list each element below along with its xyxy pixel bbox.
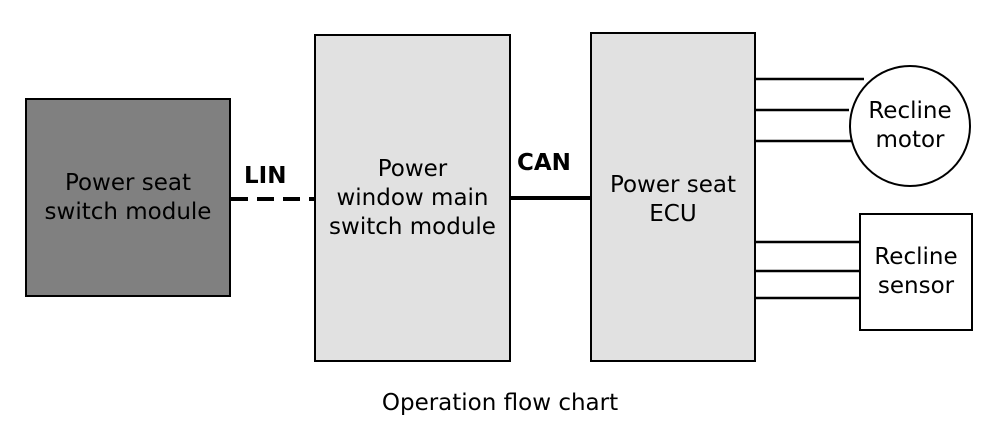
recline-sensor-block: Recline sensor — [859, 213, 973, 331]
recline-motor-label: Recline motor — [868, 98, 952, 153]
power-seat-ecu-block: Power seat ECU — [590, 32, 756, 362]
recline-sensor-label: Recline sensor — [874, 244, 958, 299]
power-window-main-switch-module-block: Power window main switch module — [314, 34, 511, 362]
power-window-main-switch-module-label: Power window main switch module — [329, 155, 496, 240]
can-bus-label: CAN — [517, 150, 571, 176]
power-seat-switch-module-label: Power seat switch module — [44, 169, 212, 225]
diagram-caption: Operation flow chart — [381, 390, 619, 416]
power-seat-switch-module-block: Power seat switch module — [25, 98, 231, 297]
recline-motor-circle: Recline motor — [849, 65, 971, 187]
lin-bus-label: LIN — [244, 163, 287, 189]
power-seat-ecu-label: Power seat ECU — [609, 172, 737, 227]
